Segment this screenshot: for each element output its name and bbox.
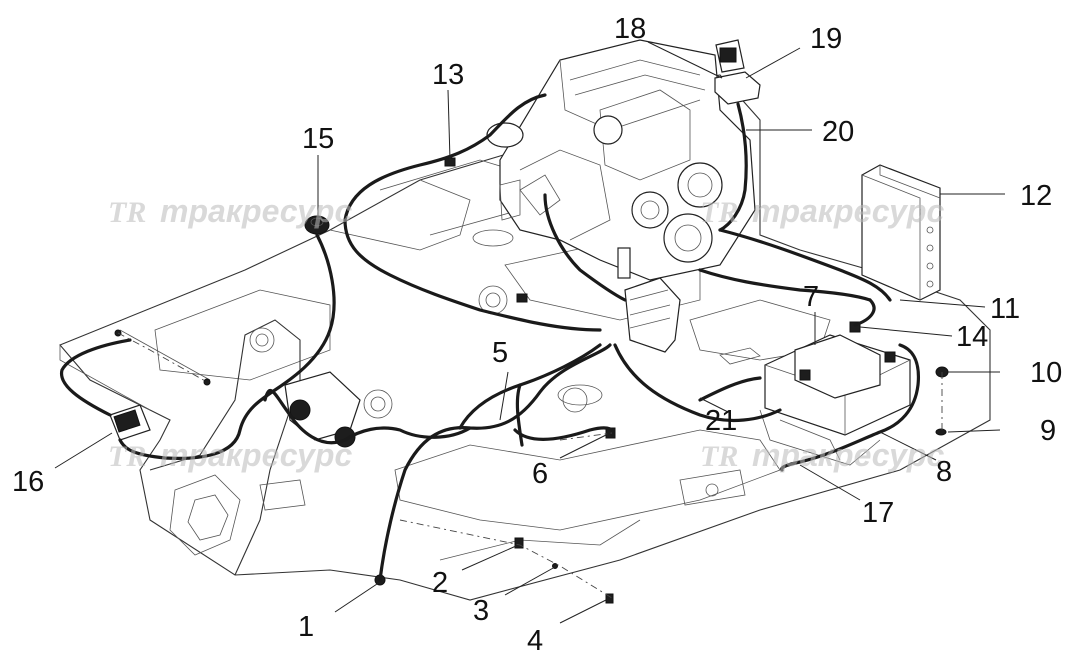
callout-18: 18	[614, 13, 646, 45]
watermark-logo: TR	[700, 196, 738, 229]
watermark-2: TR тракресурс	[700, 193, 944, 229]
callout-2: 2	[432, 567, 448, 599]
watermark-text: тракресурс	[752, 437, 944, 473]
leader-lines	[54, 41, 1005, 624]
callout-3: 3	[473, 595, 489, 627]
callout-labels: 1 2 3 4 5 6 7 8 9 10 11 12 13 14 15 16 1…	[12, 13, 1062, 657]
control-box	[861, 164, 941, 301]
callout-10: 10	[1030, 357, 1062, 389]
callout-1: 1	[298, 611, 314, 643]
assembly-axes	[117, 332, 943, 599]
callout-9: 9	[1040, 415, 1056, 447]
callout-7: 7	[803, 281, 819, 313]
work-lamp-top	[714, 39, 761, 105]
callout-13: 13	[432, 59, 464, 91]
frame-structure	[59, 74, 991, 601]
callout-12: 12	[1020, 180, 1052, 212]
watermark-text: тракресурс	[160, 193, 352, 229]
callout-8: 8	[936, 456, 952, 488]
callout-16: 16	[12, 466, 44, 498]
engine-control-unit	[624, 277, 681, 353]
callout-20: 20	[822, 116, 854, 148]
work-lamp-rear	[109, 404, 151, 441]
washer	[935, 428, 947, 436]
callout-15: 15	[302, 123, 334, 155]
callout-11: 11	[990, 293, 1020, 325]
callout-14: 14	[956, 321, 988, 353]
callout-6: 6	[532, 458, 548, 490]
watermark-logo: TR	[108, 196, 146, 229]
swing-motor-assembly	[284, 371, 361, 448]
callout-17: 17	[862, 497, 894, 529]
callout-5: 5	[492, 337, 508, 369]
watermark-text: тракресурс	[752, 193, 944, 229]
watermark-4: TR тракресурс	[700, 437, 944, 473]
watermark-1: TR тракресурс	[108, 193, 352, 229]
watermark-text: тракресурс	[160, 437, 352, 473]
engine-block	[486, 39, 756, 281]
callout-19: 19	[810, 23, 842, 55]
callout-4: 4	[527, 625, 543, 657]
watermark-logo: TR	[108, 440, 146, 473]
wiring-harness	[60, 93, 921, 582]
watermark-3: TR тракресурс	[108, 437, 352, 473]
watermark-logo: TR	[700, 440, 738, 473]
callout-21: 21	[705, 405, 737, 437]
battery	[759, 334, 911, 466]
